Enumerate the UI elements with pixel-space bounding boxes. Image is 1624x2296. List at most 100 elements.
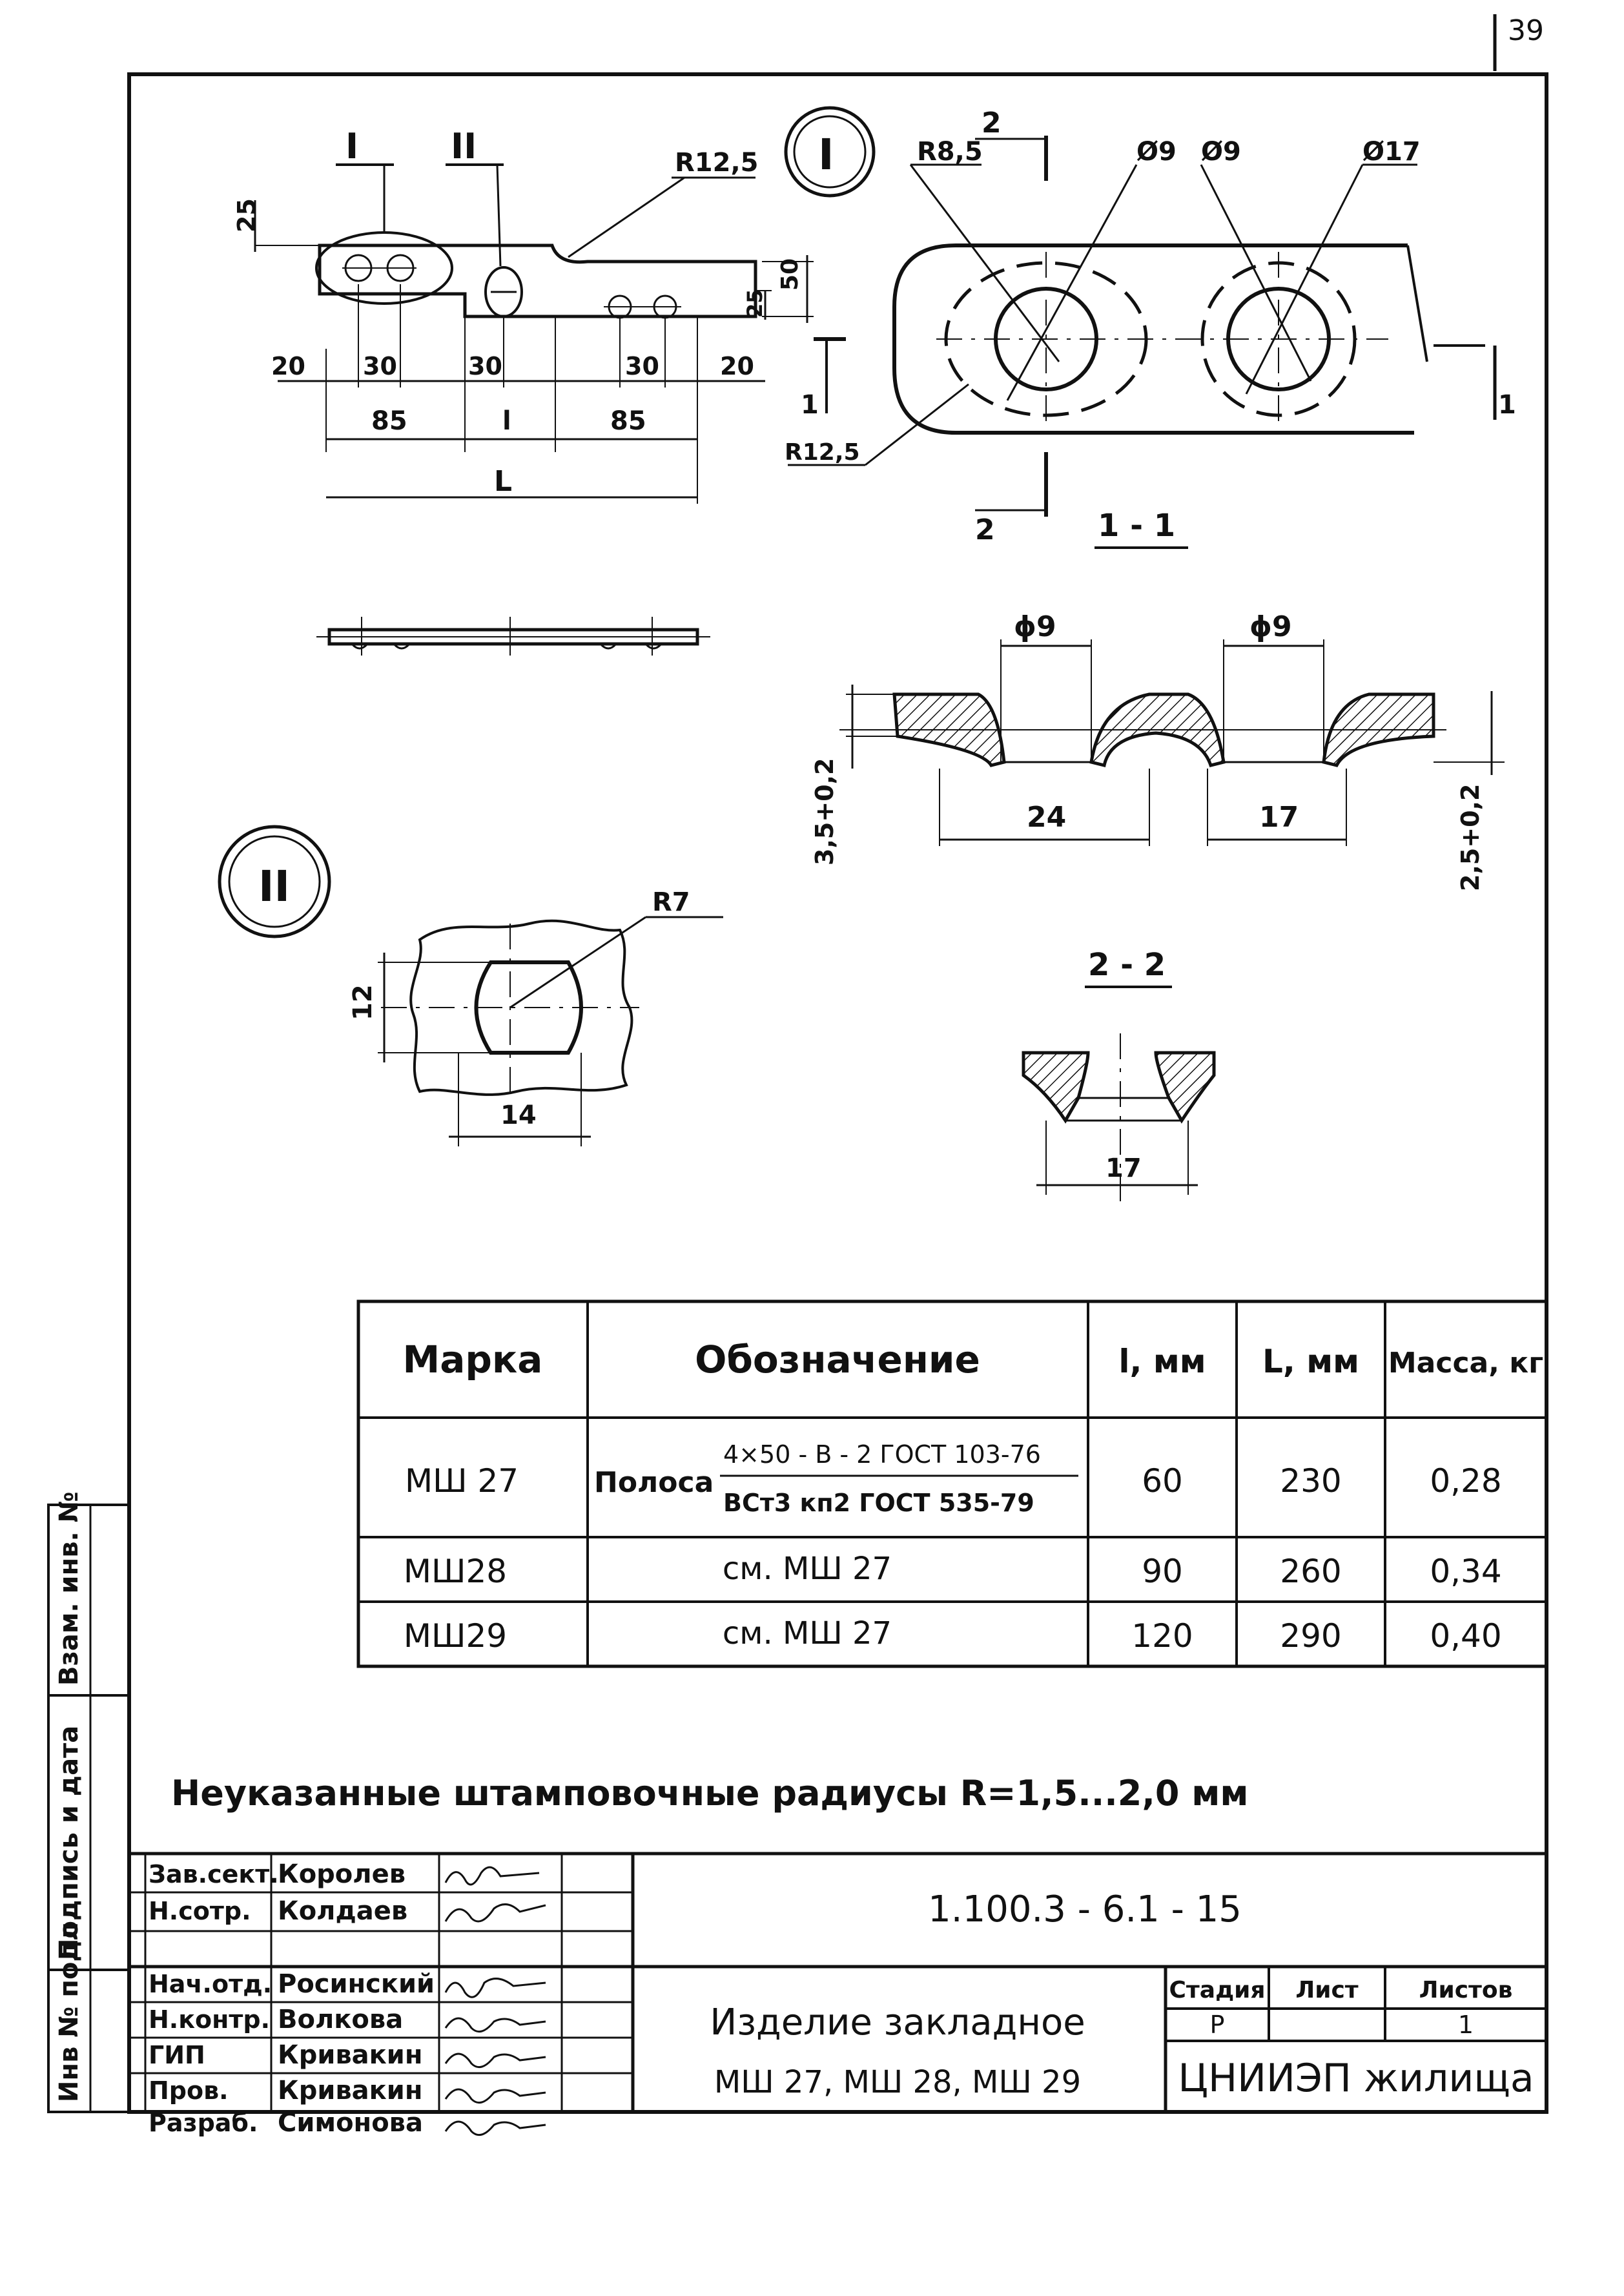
row1-designation-prefix: Полоса xyxy=(594,1466,714,1499)
row3-l: 120 xyxy=(1131,1617,1193,1655)
staff-role-7: Разраб. xyxy=(149,2109,258,2137)
left-margin-strips: Взам. инв. № Подпись и дата Инв № подл xyxy=(47,1491,130,2113)
dim-17-section: 17 xyxy=(1259,801,1299,834)
diameter-9a: Ø9 xyxy=(1136,137,1177,167)
cut-2-top: 2 xyxy=(982,107,1002,140)
dim-85-right: 85 xyxy=(610,406,646,436)
margin-podl: Инв № подл xyxy=(54,1922,84,2102)
signature xyxy=(444,2053,546,2069)
page-number: 39 xyxy=(1508,14,1544,47)
document-code: 1.100.3 - 6.1 - 15 xyxy=(928,1888,1242,1930)
plate-outline xyxy=(318,243,757,318)
radius-label: R12,5 xyxy=(675,148,759,178)
spec-table: Марка Обозначение l, мм L, мм Масса, кг … xyxy=(356,1299,1548,1668)
header-l: l, мм xyxy=(1118,1343,1206,1380)
dim-24: 24 xyxy=(1027,801,1066,834)
staff-name-3: Росинский xyxy=(278,1969,435,1999)
dim-25-left: 25 xyxy=(232,198,261,233)
header-L: L, мм xyxy=(1262,1343,1359,1380)
dim-30-c: 30 xyxy=(625,352,659,380)
staff-name-6: Кривакин xyxy=(278,2076,422,2105)
detail-badge-2 xyxy=(218,825,331,938)
title-block: Зав.сект. Королев Н.сотр. Колдаев Нач.от… xyxy=(129,1852,1547,2138)
cut-2-bottom: 2 xyxy=(975,513,995,546)
radius-r7: R7 xyxy=(652,887,690,917)
dim-l: l xyxy=(502,406,511,436)
section-hatch xyxy=(1154,1051,1216,1124)
thickness-left: 3,5+0,2 xyxy=(810,758,839,865)
row3-designation: см. МШ 27 xyxy=(723,1615,892,1651)
row1-designation-bottom: ВСт3 кп2 ГОСТ 535-79 xyxy=(723,1489,1034,1517)
signature xyxy=(444,2088,546,2104)
radius-r125-detail: R12,5 xyxy=(785,439,860,466)
dim-17-section-2: 17 xyxy=(1105,1153,1142,1183)
section-1-1-title: 1 - 1 xyxy=(1098,508,1175,544)
sheets-label: Листов xyxy=(1419,1977,1513,2003)
section-2-2-title: 2 - 2 xyxy=(1088,947,1166,983)
diameter-9b: Ø9 xyxy=(1201,137,1241,167)
dim-20-right: 20 xyxy=(720,352,754,380)
detail-2: II R7 12 14 xyxy=(218,825,723,1146)
section-2-2: 2 - 2 17 xyxy=(1022,947,1216,1201)
staff-name-7: Симонова xyxy=(278,2108,423,2138)
product-title-line1: Изделие закладное xyxy=(710,2001,1085,2043)
diameter-17: Ø17 xyxy=(1362,137,1421,167)
row1-mass: 0,28 xyxy=(1430,1462,1501,1500)
detail-badge-1 xyxy=(784,106,876,198)
margin-podpis: Подпись и дата xyxy=(54,1726,84,1960)
staff-role-6: Пров. xyxy=(149,2076,229,2105)
header-designation: Обозначение xyxy=(695,1338,980,1381)
organization: ЦНИИЭП жилища xyxy=(1178,2056,1534,2101)
cut-1-right: 1 xyxy=(1498,390,1516,420)
staff-name-5: Кривакин xyxy=(278,2040,422,2070)
dim-12: 12 xyxy=(348,984,378,1020)
cut-1-left: 1 xyxy=(801,390,819,420)
margin-vzam: Взам. инв. № xyxy=(54,1491,84,1686)
row1-L: 230 xyxy=(1280,1462,1341,1500)
detail-1: I 1 2 2 1 R8,5 Ø9 Ø9 Ø17 xyxy=(784,106,1516,549)
slot-oval xyxy=(474,960,583,1055)
product-title-line2: МШ 27, МШ 28, МШ 29 xyxy=(714,2064,1081,2100)
phi9-right: ϕ9 xyxy=(1249,610,1292,643)
staff-name-1: Королев xyxy=(278,1859,406,1889)
row2-designation: см. МШ 27 xyxy=(723,1551,892,1587)
sheet-label: Лист xyxy=(1295,1977,1358,2003)
row2-mass: 0,34 xyxy=(1430,1553,1501,1590)
staff-role-5: ГИП xyxy=(149,2041,205,2069)
stage-label: Стадия xyxy=(1169,1977,1266,2003)
callout-label-1: I xyxy=(345,126,358,167)
signature xyxy=(444,1903,546,1923)
dim-14: 14 xyxy=(500,1101,537,1130)
staff-role-1: Зав.сект. xyxy=(149,1860,279,1888)
side-view xyxy=(316,617,710,656)
dim-25-right: 25 xyxy=(743,289,767,318)
dim-L: L xyxy=(494,465,512,498)
signature xyxy=(444,2017,546,2033)
phi9-left: ϕ9 xyxy=(1014,610,1056,643)
radius-r85: R8,5 xyxy=(917,137,983,167)
dim-20-left: 20 xyxy=(271,352,305,380)
section-1-1: ϕ9 ϕ9 24 17 3,5+0,2 2,5+0,2 xyxy=(810,610,1505,891)
section-hatch xyxy=(1022,1051,1090,1124)
detail-1-outline xyxy=(892,243,1414,435)
staff-role-4: Н.контр. xyxy=(149,2005,270,2034)
row2-mark: МШ28 xyxy=(404,1553,507,1590)
signature xyxy=(444,1866,540,1886)
signature xyxy=(444,1978,546,1998)
dim-85-left: 85 xyxy=(371,406,407,436)
header-mass: Масса, кг xyxy=(1388,1347,1543,1380)
sheet-frame xyxy=(127,72,1548,2114)
staff-role-3: Нач.отд. xyxy=(149,1970,272,1998)
staff-name-4: Волкова xyxy=(278,2005,403,2034)
callout-label-2: II xyxy=(451,126,477,167)
row1-designation-top: 4×50 - B - 2 ГОСТ 103-76 xyxy=(723,1440,1041,1469)
row3-mass: 0,40 xyxy=(1430,1617,1501,1655)
row3-L: 290 xyxy=(1280,1617,1341,1655)
signature xyxy=(444,2120,546,2136)
detail-badge-2-label: II xyxy=(258,862,290,911)
main-view: I II R12,5 25 50 25 20 30 30 30 20 xyxy=(232,126,814,504)
staff-role-2: Н.сотр. xyxy=(149,1897,251,1925)
header-mark: Марка xyxy=(403,1338,543,1381)
thickness-right: 2,5+0,2 xyxy=(1456,784,1485,891)
